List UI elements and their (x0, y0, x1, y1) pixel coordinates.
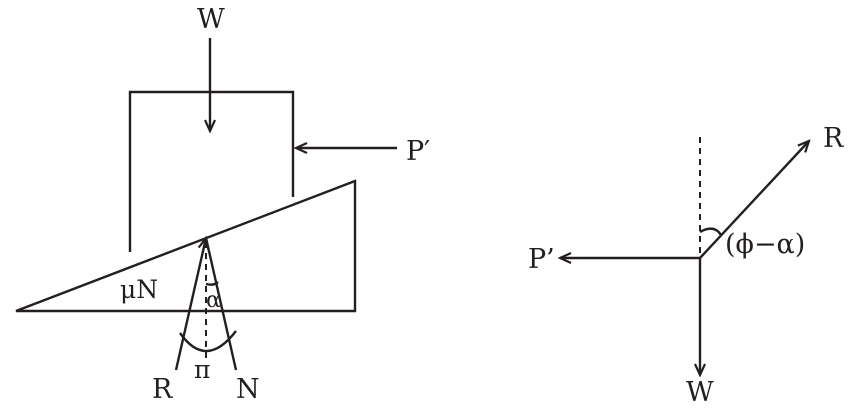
wedge (15, 179, 357, 313)
angle-arc-alpha (205, 281, 219, 286)
angle-arc-phi-alpha (699, 227, 723, 236)
block-wedge-diagram: W P′ μN α π R N (15, 4, 430, 405)
label-resultant: R (152, 374, 173, 405)
label-push-force: P′ (406, 136, 430, 167)
reaction-arrow (174, 238, 206, 371)
label-weight: W (197, 4, 225, 35)
resultant-arrow (699, 141, 809, 259)
block (128, 90, 295, 252)
label-normal: N (236, 374, 260, 405)
label-resultant: R (823, 123, 844, 154)
label-push-force: P’ (528, 244, 555, 275)
label-pi: π (194, 355, 210, 384)
angle-arc-pi (179, 330, 237, 353)
label-weight: W (686, 377, 714, 408)
label-angle: (ϕ−α) (725, 229, 805, 260)
free-body-diagram: R P’ (ϕ−α) W (528, 123, 844, 408)
normal-line (204, 237, 238, 371)
label-alpha: α (206, 288, 221, 313)
label-friction: μN (120, 275, 158, 304)
